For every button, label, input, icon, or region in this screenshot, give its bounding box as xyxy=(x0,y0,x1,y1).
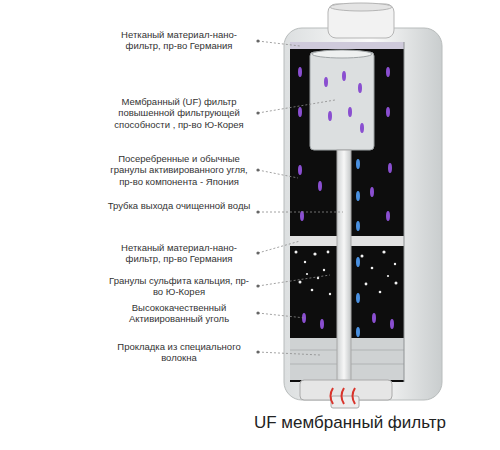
granule xyxy=(327,251,330,254)
flow-mark xyxy=(356,293,360,303)
flow-mark xyxy=(298,107,302,117)
filter-shell xyxy=(284,28,442,400)
caption: UF мембранный фильтр xyxy=(240,413,460,433)
leader-line xyxy=(258,170,298,178)
uf-membrane-top xyxy=(312,50,372,58)
flow-mark xyxy=(386,211,390,221)
leader-dot xyxy=(256,284,259,287)
flow-marks xyxy=(298,67,394,329)
leader-dot xyxy=(256,311,259,314)
leader-dot xyxy=(256,350,259,353)
flow-mark xyxy=(298,67,302,77)
flow-mark xyxy=(356,191,360,201)
flow-mark xyxy=(386,107,390,117)
granule xyxy=(329,293,331,295)
leader-line xyxy=(258,100,335,113)
uf-membrane xyxy=(310,52,374,150)
flow-mark xyxy=(370,187,374,197)
sulfite-granules xyxy=(295,250,398,295)
nano-layer xyxy=(290,42,404,49)
flow-mark xyxy=(360,123,364,133)
granule xyxy=(387,275,389,277)
flow-mark xyxy=(358,83,362,93)
leader-line xyxy=(258,352,320,355)
flow-mark xyxy=(300,211,304,221)
granule xyxy=(365,283,368,286)
callout-label: Прокладка из специального волокна xyxy=(104,341,254,364)
leader-line xyxy=(258,41,300,46)
flow-mark xyxy=(388,163,392,173)
cut-edge xyxy=(404,42,405,382)
inflow-arrow xyxy=(331,388,334,404)
leader-dot xyxy=(256,39,259,42)
granule xyxy=(304,261,306,263)
granule xyxy=(361,255,364,258)
granule xyxy=(395,282,398,285)
flow-mark xyxy=(386,67,390,77)
flow-mark xyxy=(348,107,352,117)
callout-label: Высококачественный Активированный уголь xyxy=(104,302,254,325)
granule xyxy=(306,273,308,275)
flow-mark xyxy=(390,319,394,329)
callout-label: Трубка выхода очищенной воды xyxy=(104,200,254,211)
granule xyxy=(371,267,374,270)
callout-label: Нетканый материал-нано-фильтр, пр-во Гер… xyxy=(104,242,254,265)
flow-mark xyxy=(356,327,360,337)
top-cap xyxy=(328,4,394,38)
leader-dots xyxy=(256,39,259,353)
granule xyxy=(295,251,298,254)
granule xyxy=(379,291,382,294)
top-cap-rim xyxy=(330,3,392,11)
callout-label: Мембранный (UF) фильтр повышенной фильтр… xyxy=(104,96,254,130)
leader-line xyxy=(258,241,300,253)
granule xyxy=(299,281,302,284)
leader-dot xyxy=(256,111,259,114)
granule xyxy=(313,252,316,255)
flow-mark xyxy=(324,77,328,87)
flow-mark xyxy=(298,165,302,175)
flow-mark xyxy=(318,181,322,191)
flow-mark xyxy=(356,257,360,267)
leader-line xyxy=(258,212,343,213)
leader-line xyxy=(258,313,305,318)
callout-label: Нетканый материал-нано-фильтр, пр-во Гер… xyxy=(104,29,254,52)
granule xyxy=(311,289,314,292)
leader-dot xyxy=(256,210,259,213)
flow-mark xyxy=(356,221,360,231)
flow-mark xyxy=(320,319,324,329)
flow-mark xyxy=(356,159,360,169)
inflow-arrow xyxy=(353,388,356,404)
clean-water-marks xyxy=(356,159,360,337)
flow-mark xyxy=(372,313,376,323)
leader-dot xyxy=(256,251,259,254)
callout-label: Посеребренные и обычные гранулы активиро… xyxy=(104,153,254,187)
flow-mark xyxy=(328,111,332,121)
granule xyxy=(394,263,396,265)
granule xyxy=(323,269,325,271)
leader-dot xyxy=(256,168,259,171)
granule xyxy=(382,250,385,253)
flow-mark xyxy=(342,71,346,81)
inflow-arrow xyxy=(342,388,345,404)
outlet-tube xyxy=(337,150,351,382)
callout-label: Гранулы сульфита кальция, пр-во Ю-Корея xyxy=(104,275,254,298)
leader-line xyxy=(258,275,330,286)
leader-lines xyxy=(258,41,343,355)
